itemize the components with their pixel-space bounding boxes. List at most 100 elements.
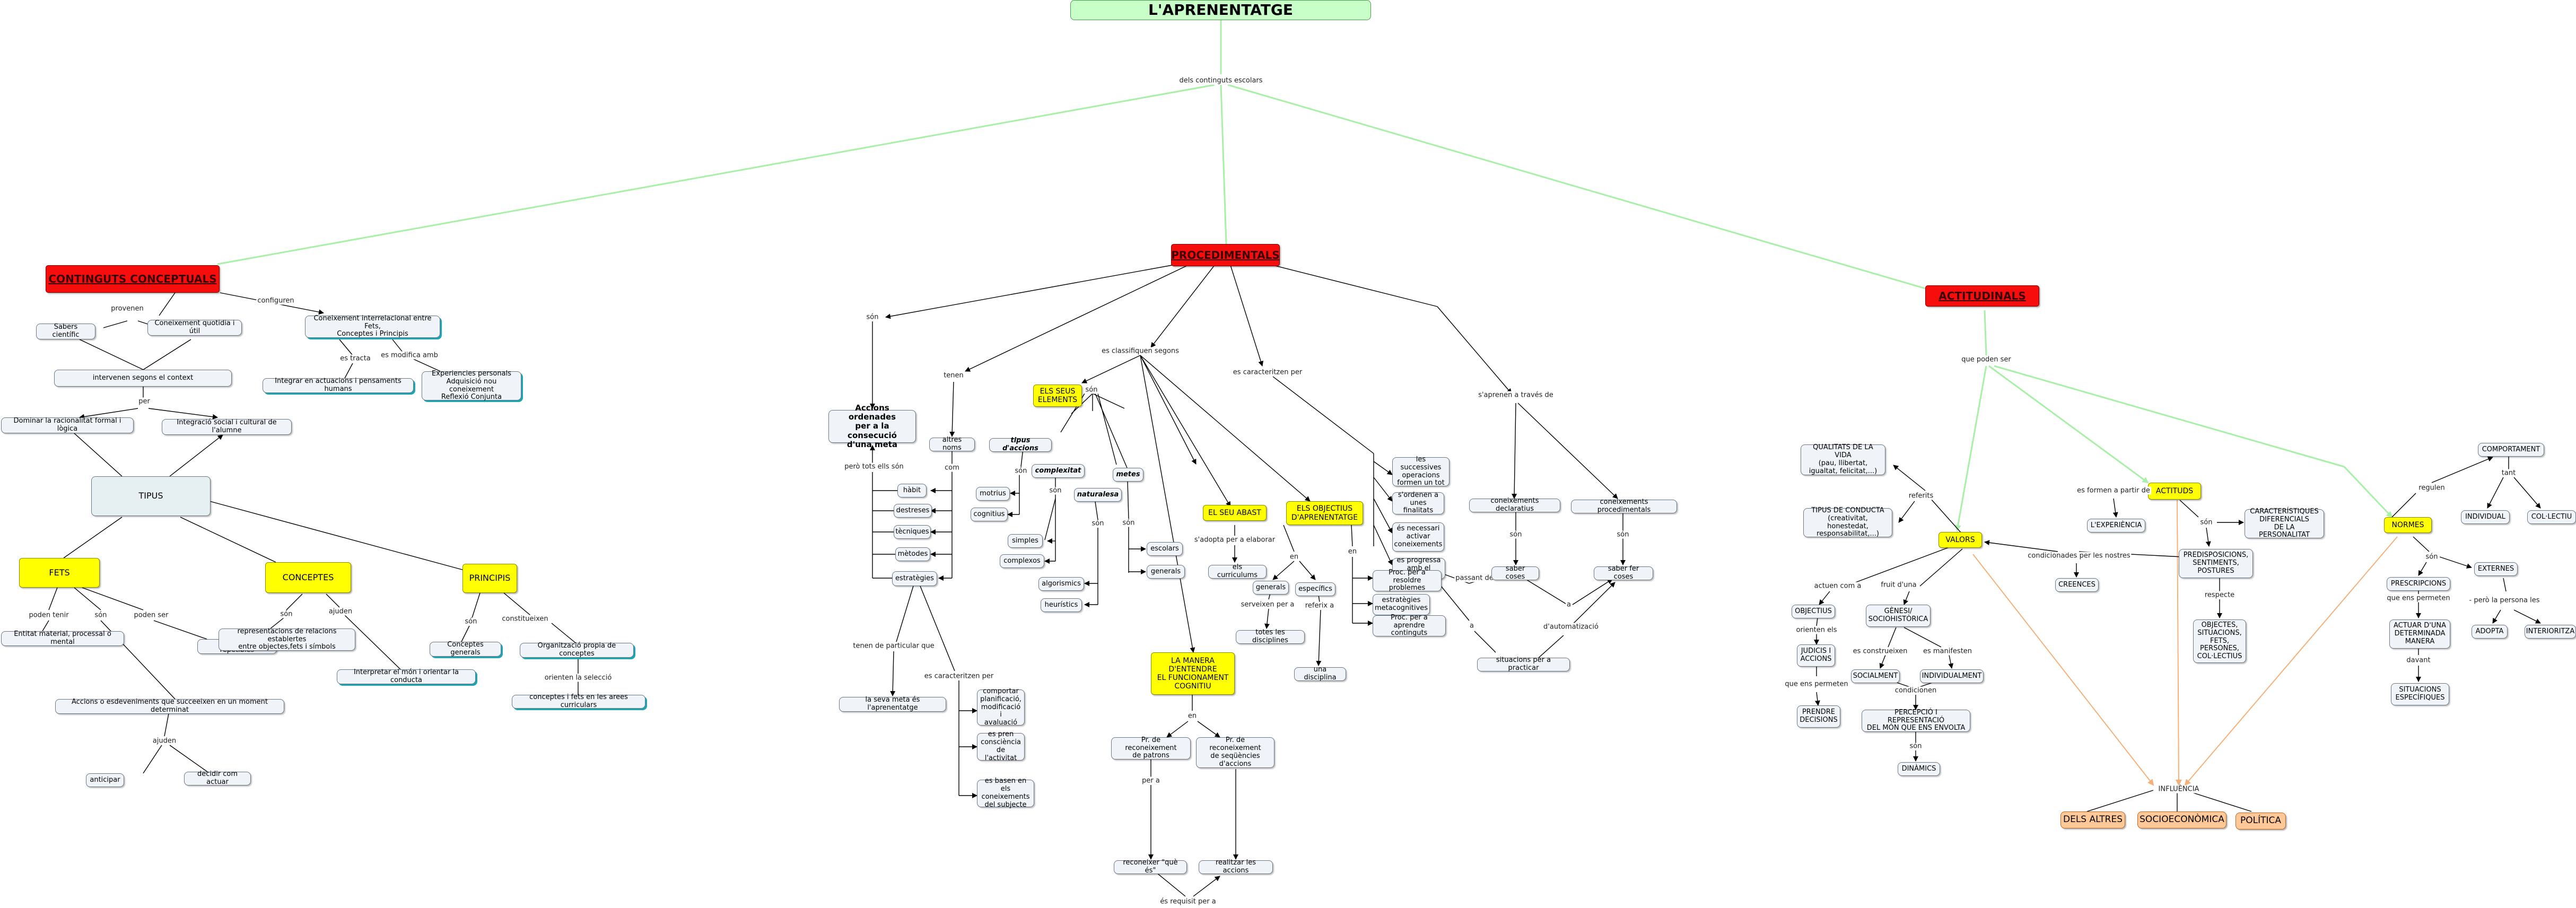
node-tecniques[interactable]: tècniques [894, 525, 931, 539]
node-curriculums[interactable]: els curriculums [1208, 563, 1267, 579]
node-qualitats-vida[interactable]: QUALITATS DE LA VIDA (pau, llibertat, ig… [1801, 443, 1885, 475]
node-coneixement-quotidia[interactable]: Coneixement quotidia i útil [147, 319, 242, 336]
node-situacions-practicar[interactable]: situacions per a practicar [1477, 656, 1570, 672]
node-es-basen-coneixements[interactable]: es basen en els coneixements del subject… [977, 777, 1034, 809]
node-organitzacio-conceptes[interactable]: Organització propia de conceptes [520, 642, 634, 658]
node-sava-meta[interactable]: la seva meta és l'aprenentatge [839, 696, 946, 712]
node-actuar[interactable]: ACTUAR D'UNA DETERMINADA MANERA [2389, 619, 2450, 649]
node-una-disciplina[interactable]: una disciplina [1294, 666, 1346, 682]
node-pr-patrons[interactable]: Pr. de reconeixement de patrons [1111, 736, 1191, 759]
node-complexitat[interactable]: complexitat [1032, 464, 1085, 478]
node-integrar-actuacions[interactable]: Integrar en actuacions i pensaments huma… [263, 377, 414, 393]
node-realitzar-accions[interactable]: realitzar les accions [1199, 859, 1273, 875]
node-necessari-activar[interactable]: és necessari activar coneixements [1392, 522, 1444, 552]
node-saber-coses[interactable]: saber coses [1491, 565, 1539, 581]
node-naturalesa[interactable]: naturalesa [1074, 488, 1122, 502]
node-entitat-material[interactable]: Entitat material, processal o mental [1, 630, 124, 646]
node-dominar-racionalitat[interactable]: Dominar la racionalitat formal i lògica [1, 417, 134, 433]
node-adopta[interactable]: ADOPTA [2472, 625, 2508, 639]
node-totes-disciplines[interactable]: totes les disciplines [1236, 628, 1305, 644]
node-caracteristiques[interactable]: CARACTERÍSTIQUES DIFERENCIALS DE LA PERS… [2245, 508, 2324, 539]
node-coneixements-procedimentals[interactable]: coneixements procedimentals [1571, 498, 1677, 514]
node-prescripcions[interactable]: PRESCRIPCIONS [2387, 577, 2450, 591]
node-complexos[interactable]: complexos [1000, 554, 1044, 568]
node-valors[interactable]: VALORS [1938, 532, 1982, 548]
node-ordenen-finalitats[interactable]: s'ordenen a unes finalitats [1392, 491, 1444, 514]
node-dinamics[interactable]: DINÀMICS [1898, 762, 1940, 776]
node-externes[interactable]: EXTERNES [2474, 562, 2518, 576]
node-tipus-accions[interactable]: tipus d'accions [989, 436, 1052, 452]
node-conceptes-generals[interactable]: Conceptes generals [430, 641, 501, 657]
node-predisposicions[interactable]: PREDISPOSICIONS, SENTIMENTS, POSTURES [2179, 549, 2253, 578]
node-proc-resoldre[interactable]: Proc. per a resoldre problemes [1373, 569, 1442, 592]
node-cognitius[interactable]: cognitius [971, 508, 1008, 521]
node-individualment[interactable]: INDIVIDUALMENT [1920, 669, 1984, 683]
node-reconeixer[interactable]: reconeixer "què és" [1114, 859, 1187, 875]
node-sabers-cientific[interactable]: Sabers científic [36, 323, 95, 339]
node-judicis-accions[interactable]: JUDICIS I ACCIONS [1797, 644, 1835, 667]
node-conceptes-fets-arees[interactable]: conceptes i fets en les arees curricular… [512, 693, 645, 709]
node-algoritmics[interactable]: algorismics [1038, 577, 1084, 591]
node-motrius[interactable]: motrius [976, 487, 1010, 501]
node-tipus[interactable]: TIPUS [91, 476, 211, 516]
node-interpretar-mon[interactable]: Interpretar el món i orientar la conduct… [337, 668, 476, 684]
node-pr-sequencies[interactable]: Pr. de reconeixement de seqüències d'acc… [1196, 736, 1274, 768]
node-continguts-conceptuals[interactable]: CONTINGUTS CONCEPTUALS [46, 265, 220, 293]
node-successives-operacions[interactable]: les successives operacions formen un tot [1392, 456, 1449, 487]
node-actitudinals[interactable]: ACTITUDINALS [1925, 285, 2039, 307]
node-objectius-aprenentatge[interactable]: ELS OBJECTIUS D'APRENENTATGE [1286, 501, 1363, 525]
node-anticipar[interactable]: anticipar [86, 773, 124, 787]
node-accions-ordenades[interactable]: Accions ordenades per a la consecució d'… [828, 403, 916, 449]
node-creences[interactable]: CREENCES [2055, 578, 2099, 592]
node-collectiu[interactable]: COL·LECTIU [2527, 510, 2576, 524]
node-actituds[interactable]: ACTITUDS [2148, 483, 2201, 500]
node-generals-metes[interactable]: generals [1147, 565, 1185, 579]
node-altres-noms[interactable]: altres noms [929, 436, 975, 452]
node-habit[interactable]: hàbit [897, 484, 927, 497]
node-interioritza[interactable]: INTERIORITZA [2525, 625, 2576, 639]
node-tipus-conducta[interactable]: TIPUS DE CONDUCTA (creativitat, honested… [1803, 507, 1892, 538]
node-integracio-social[interactable]: Integració social i cultural de l'alumne [162, 418, 292, 435]
node-experiencia[interactable]: L'EXPERIÈNCIA [2087, 519, 2145, 532]
node-proc-aprendre[interactable]: Proc. per a aprendre continguts [1373, 614, 1446, 637]
node-es-pren-consciencia[interactable]: es pren consciència de l'activitat [977, 730, 1025, 762]
node-normes[interactable]: NORMES [2384, 517, 2432, 533]
node-objectius-valors[interactable]: OBJECTIUS [1792, 605, 1835, 618]
node-heuristics[interactable]: heurístics [1041, 598, 1082, 612]
node-els-seus-elements[interactable]: ELS SEUS ELEMENTS [1033, 385, 1082, 407]
node-conceptes[interactable]: CONCEPTES [265, 562, 351, 593]
node-metodes[interactable]: mètodes [895, 547, 930, 561]
node-manera-entendre[interactable]: LA MANERA D'ENTENDRE EL FUNCIONAMENT COG… [1151, 652, 1235, 695]
node-el-seu-abast[interactable]: EL SEU ABAST [1203, 505, 1267, 521]
node-dels-altres[interactable]: DELS ALTRES [2060, 811, 2125, 828]
node-percepcio[interactable]: PERCEPCIÓ I REPRESENTACIÓ DEL MÓN QUE EN… [1862, 709, 1970, 732]
node-situacions-especifiques[interactable]: SITUACIONS ESPECÍFIQUES [2391, 683, 2449, 705]
node-estrategies[interactable]: estratègies [892, 571, 937, 586]
node-coneixements-declaratius[interactable]: coneixements declaratius [1469, 497, 1560, 513]
node-decidir-actuar[interactable]: decidir com actuar [184, 770, 251, 786]
node-fets[interactable]: FETS [19, 558, 100, 588]
node-principis[interactable]: PRINCIPIS [462, 564, 517, 593]
node-politica[interactable]: POLÍTICA [2236, 813, 2286, 830]
node-simples[interactable]: simples [1008, 534, 1043, 548]
node-saber-fer-coses[interactable]: saber fer coses [1594, 565, 1653, 581]
node-accions-esdeveniments[interactable]: Accions o esdeveniments que succeeixen e… [55, 698, 284, 714]
node-comportament[interactable]: COMPORTAMENT [2478, 443, 2544, 457]
node-destreses[interactable]: destreses [894, 504, 932, 518]
node-coneixement-interrelacional[interactable]: Coneixement interrelacional entre Fets, … [305, 315, 440, 338]
node-objectes-situacions[interactable]: OBJECTES, SITUACIONS, FETS, PERSONES, CO… [2193, 619, 2246, 663]
node-comportar-planificacio[interactable]: comportar planificació, modificació i av… [977, 687, 1025, 727]
node-generals-objectius[interactable]: generals [1253, 581, 1289, 595]
node-escolars[interactable]: escolars [1147, 542, 1183, 556]
node-estrategies-metacognitives[interactable]: estratègies metacognitives [1373, 594, 1430, 615]
node-genesi[interactable]: GÈNESI/ SOCIOHISTÒRICA [1866, 605, 1931, 627]
node-representacions[interactable]: representacions de relacions establertes… [219, 627, 355, 651]
node-intervenen-context[interactable]: intervenen segons el context [54, 370, 232, 387]
node-especifics[interactable]: específics [1295, 582, 1335, 596]
node-socioeconomica[interactable]: SOCIOECONÒMICA [2137, 811, 2226, 828]
node-procedimentals[interactable]: PROCEDIMENTALS [1171, 244, 1280, 266]
node-prendre-decisions[interactable]: PRENDRE DECISIONS [1797, 705, 1840, 728]
node-individual[interactable]: INDIVIDUAL [2461, 510, 2510, 524]
node-metes[interactable]: metes [1113, 468, 1143, 482]
node-experiencies-personals[interactable]: Experiencies personals Adquisició nou co… [422, 370, 521, 401]
